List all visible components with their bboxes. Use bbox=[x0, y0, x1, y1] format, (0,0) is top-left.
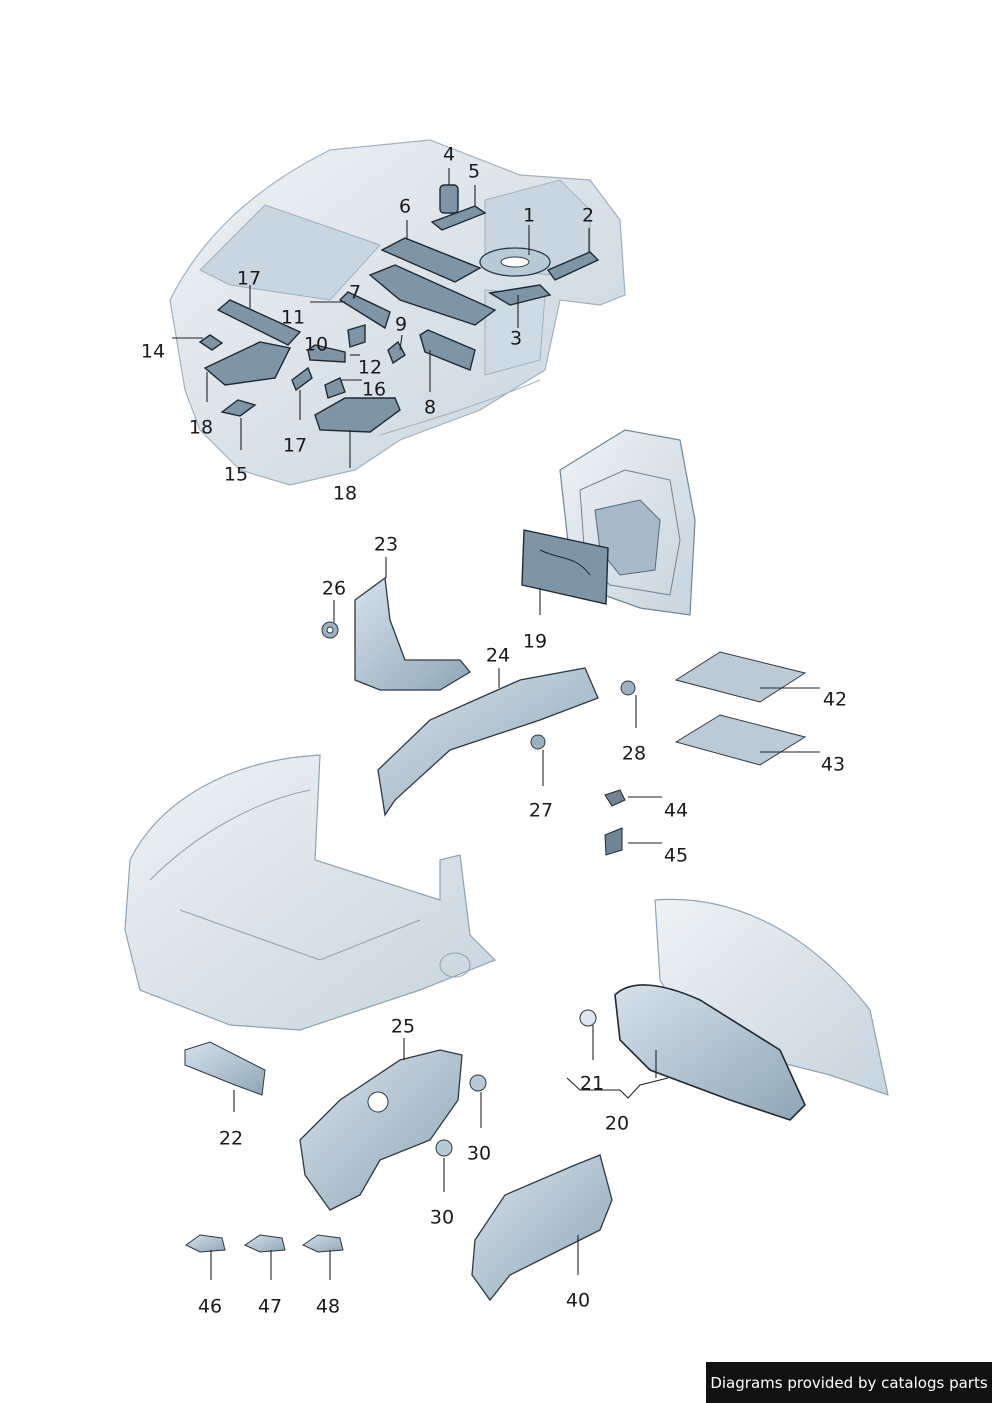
pad-4 bbox=[439, 184, 459, 214]
car-interior-body bbox=[169, 139, 626, 486]
part-22 bbox=[184, 1041, 266, 1096]
callout-40: 40 bbox=[565, 1289, 591, 1312]
insulation-pads bbox=[198, 184, 600, 433]
pad-11 bbox=[338, 291, 391, 330]
leader-lines bbox=[172, 168, 820, 1280]
callout-47: 47 bbox=[257, 1295, 283, 1318]
pad-14 bbox=[198, 334, 224, 351]
pad-18b bbox=[314, 397, 401, 433]
callout-3: 3 bbox=[509, 327, 523, 350]
pad-16 bbox=[324, 377, 346, 399]
callout-26: 26 bbox=[321, 577, 347, 600]
callout-15: 15 bbox=[223, 463, 249, 486]
callout-16: 16 bbox=[361, 378, 387, 401]
callout-21: 21 bbox=[579, 1072, 605, 1095]
callout-12: 12 bbox=[357, 356, 383, 379]
callout-28: 28 bbox=[621, 742, 647, 765]
pad-12 bbox=[307, 344, 346, 363]
door-insulation-19 bbox=[521, 529, 609, 605]
bulkhead-insulation-25 bbox=[299, 1049, 487, 1211]
callout-19: 19 bbox=[522, 630, 548, 653]
pad-18a bbox=[203, 341, 292, 386]
callout-17-top: 17 bbox=[236, 267, 262, 290]
callout-27: 27 bbox=[528, 799, 554, 822]
pad-17b bbox=[291, 366, 313, 392]
callout-30-bottom: 30 bbox=[429, 1206, 455, 1229]
callout-45: 45 bbox=[663, 844, 689, 867]
pad-3 bbox=[487, 284, 552, 306]
callout-44: 44 bbox=[663, 799, 689, 822]
pad-17a bbox=[216, 299, 302, 346]
clips-46-48 bbox=[185, 1234, 344, 1253]
callout-7: 7 bbox=[348, 281, 362, 304]
callout-1: 1 bbox=[522, 204, 536, 227]
pad-2 bbox=[546, 251, 600, 281]
tailgate-lining-20 bbox=[579, 984, 806, 1121]
floor-chassis bbox=[124, 754, 497, 1031]
callout-11: 11 bbox=[280, 306, 306, 329]
pad-10 bbox=[347, 324, 366, 348]
pad-6 bbox=[380, 237, 482, 283]
callout-22: 22 bbox=[218, 1127, 244, 1150]
pad-7-mat bbox=[368, 264, 497, 326]
callout-48: 48 bbox=[315, 1295, 341, 1318]
callout-18-left: 18 bbox=[188, 416, 214, 439]
callout-18-bottom: 18 bbox=[332, 482, 358, 505]
bracket-23 bbox=[321, 576, 471, 691]
callout-24: 24 bbox=[485, 644, 511, 667]
callout-25: 25 bbox=[390, 1015, 416, 1038]
callout-2: 2 bbox=[581, 204, 595, 227]
pad-5 bbox=[430, 205, 487, 231]
callout-43: 43 bbox=[820, 753, 846, 776]
callout-20: 20 bbox=[604, 1112, 630, 1135]
callout-23: 23 bbox=[373, 533, 399, 556]
callout-17-bottom: 17 bbox=[282, 434, 308, 457]
callout-9: 9 bbox=[394, 313, 408, 336]
pad-15 bbox=[220, 399, 257, 417]
callout-8: 8 bbox=[423, 396, 437, 419]
callout-6: 6 bbox=[398, 195, 412, 218]
callout-10: 10 bbox=[303, 333, 329, 356]
credit-banner: Diagrams provided by catalogs parts bbox=[706, 1362, 992, 1403]
callout-14: 14 bbox=[140, 340, 166, 363]
part-40 bbox=[471, 1154, 613, 1302]
callout-4: 4 bbox=[442, 143, 456, 166]
callout-30-right: 30 bbox=[466, 1142, 492, 1165]
callout-46: 46 bbox=[197, 1295, 223, 1318]
callout-5: 5 bbox=[467, 160, 481, 183]
tailgate bbox=[654, 898, 889, 1096]
cross-member-24 bbox=[377, 667, 636, 817]
callout-42: 42 bbox=[822, 688, 848, 711]
pad-8 bbox=[419, 329, 476, 371]
